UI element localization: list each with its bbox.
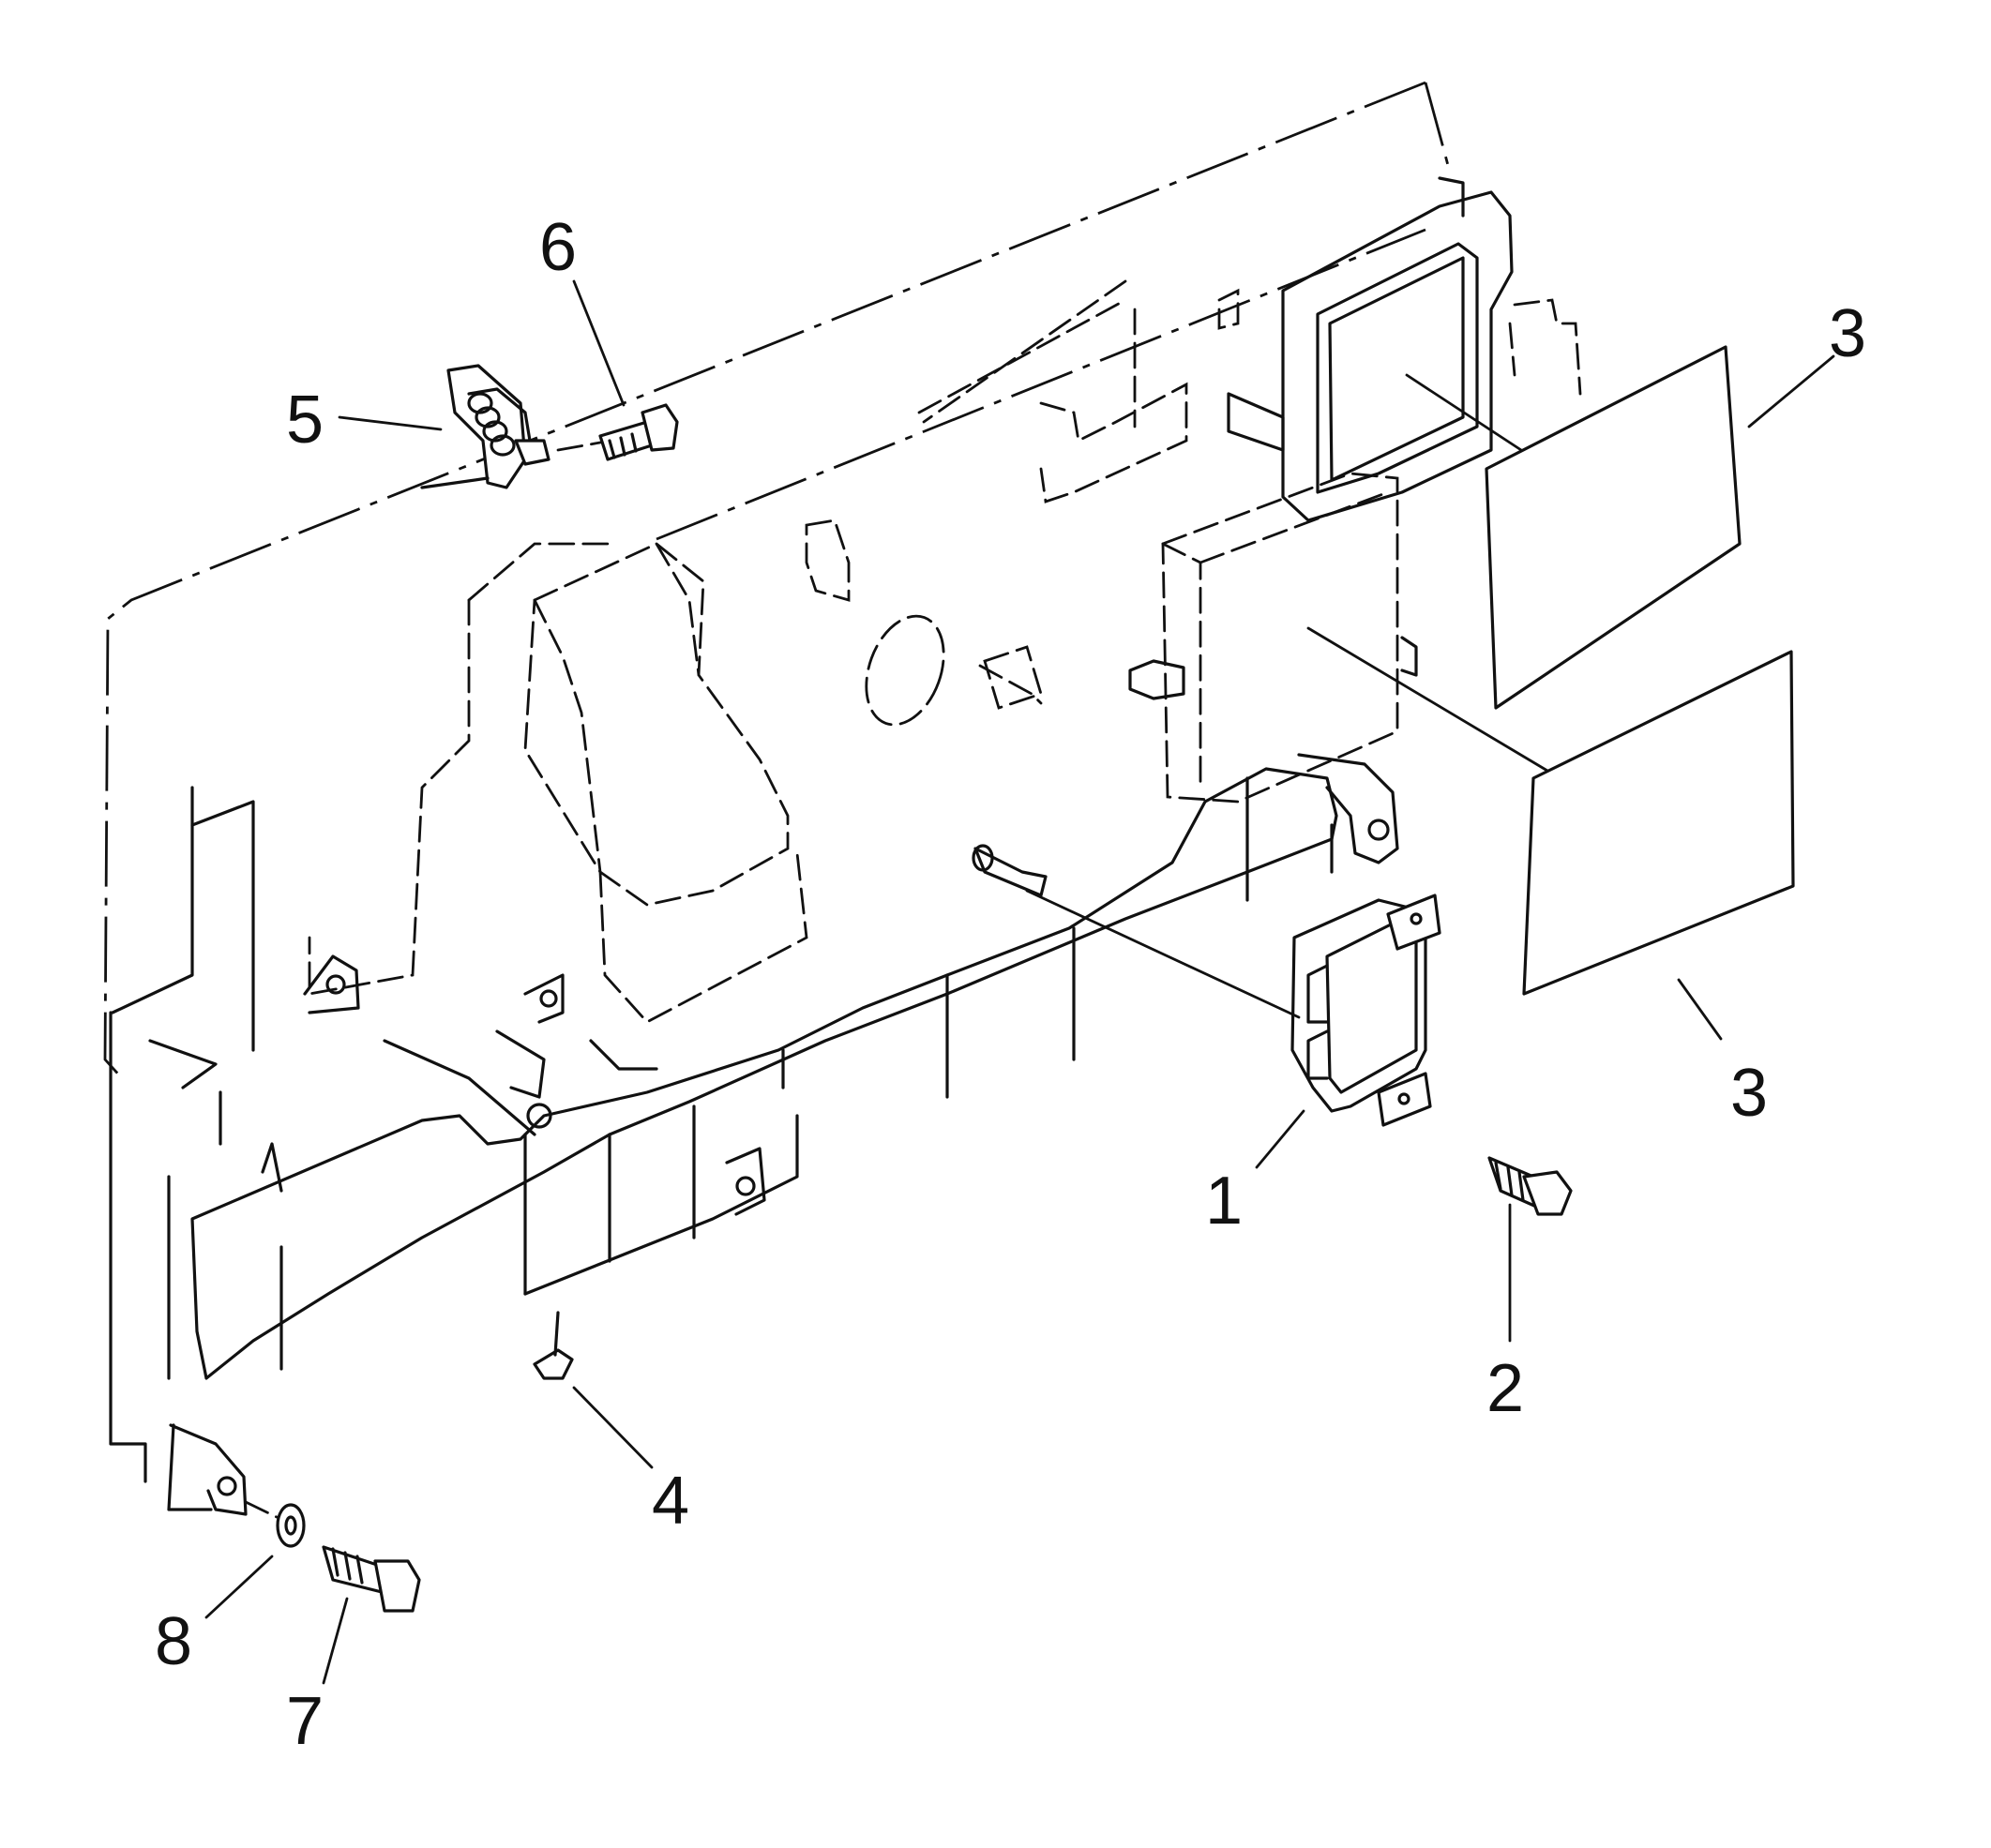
- leader-4: [572, 1386, 654, 1469]
- callout-3-lower: 3: [1730, 1056, 1768, 1131]
- part-6-bolt: [556, 403, 679, 461]
- leader-6: [572, 279, 626, 407]
- leader-5: [338, 415, 443, 431]
- part-2-bolt: [1487, 1156, 1573, 1216]
- left-bottom-bracket: [167, 1423, 248, 1516]
- panel-cutouts: [805, 288, 1582, 727]
- ecu-mounting-bracket: [1227, 176, 1514, 522]
- left-panel-bracket: [109, 786, 255, 1483]
- callout-3-upper: 3: [1829, 296, 1866, 371]
- part-3-sheet-upper: [1405, 345, 1742, 710]
- leader-8: [204, 1555, 274, 1619]
- callout-leaders: [204, 279, 1835, 1685]
- callout-6: 6: [539, 210, 577, 285]
- callout-5: 5: [286, 383, 324, 458]
- part-4-clip: [533, 1311, 574, 1380]
- part-8-washer: [244, 1500, 306, 1548]
- callout-7: 7: [286, 1684, 324, 1759]
- leader-1: [1255, 1109, 1305, 1169]
- left-bracket: [148, 954, 360, 1193]
- callout-8: 8: [155, 1604, 192, 1679]
- leader-3b: [1677, 978, 1723, 1041]
- part-1-controller: [1290, 894, 1441, 1127]
- ecu-box: [1128, 472, 1418, 804]
- panel-outline: [103, 81, 1451, 1079]
- middle-bracket: [495, 973, 766, 1216]
- lower-right-bracket: [1297, 753, 1399, 864]
- upper-duct: [308, 542, 808, 1024]
- part-5-spring-bracket: [420, 364, 551, 489]
- callout-1: 1: [1205, 1164, 1243, 1239]
- locating-pin-upper: [978, 664, 1043, 705]
- callout-2: 2: [1486, 1351, 1524, 1426]
- leader-3a: [1747, 354, 1835, 428]
- part-3-sheet-lower: [1306, 626, 1795, 996]
- leader-pin-to-controller: [1025, 889, 1301, 1019]
- leader-7: [322, 1597, 349, 1685]
- part-7-bolt: [322, 1545, 421, 1613]
- duct-assembly: [190, 767, 1338, 1380]
- callout-4: 4: [652, 1464, 689, 1539]
- locating-pin: [972, 844, 1048, 897]
